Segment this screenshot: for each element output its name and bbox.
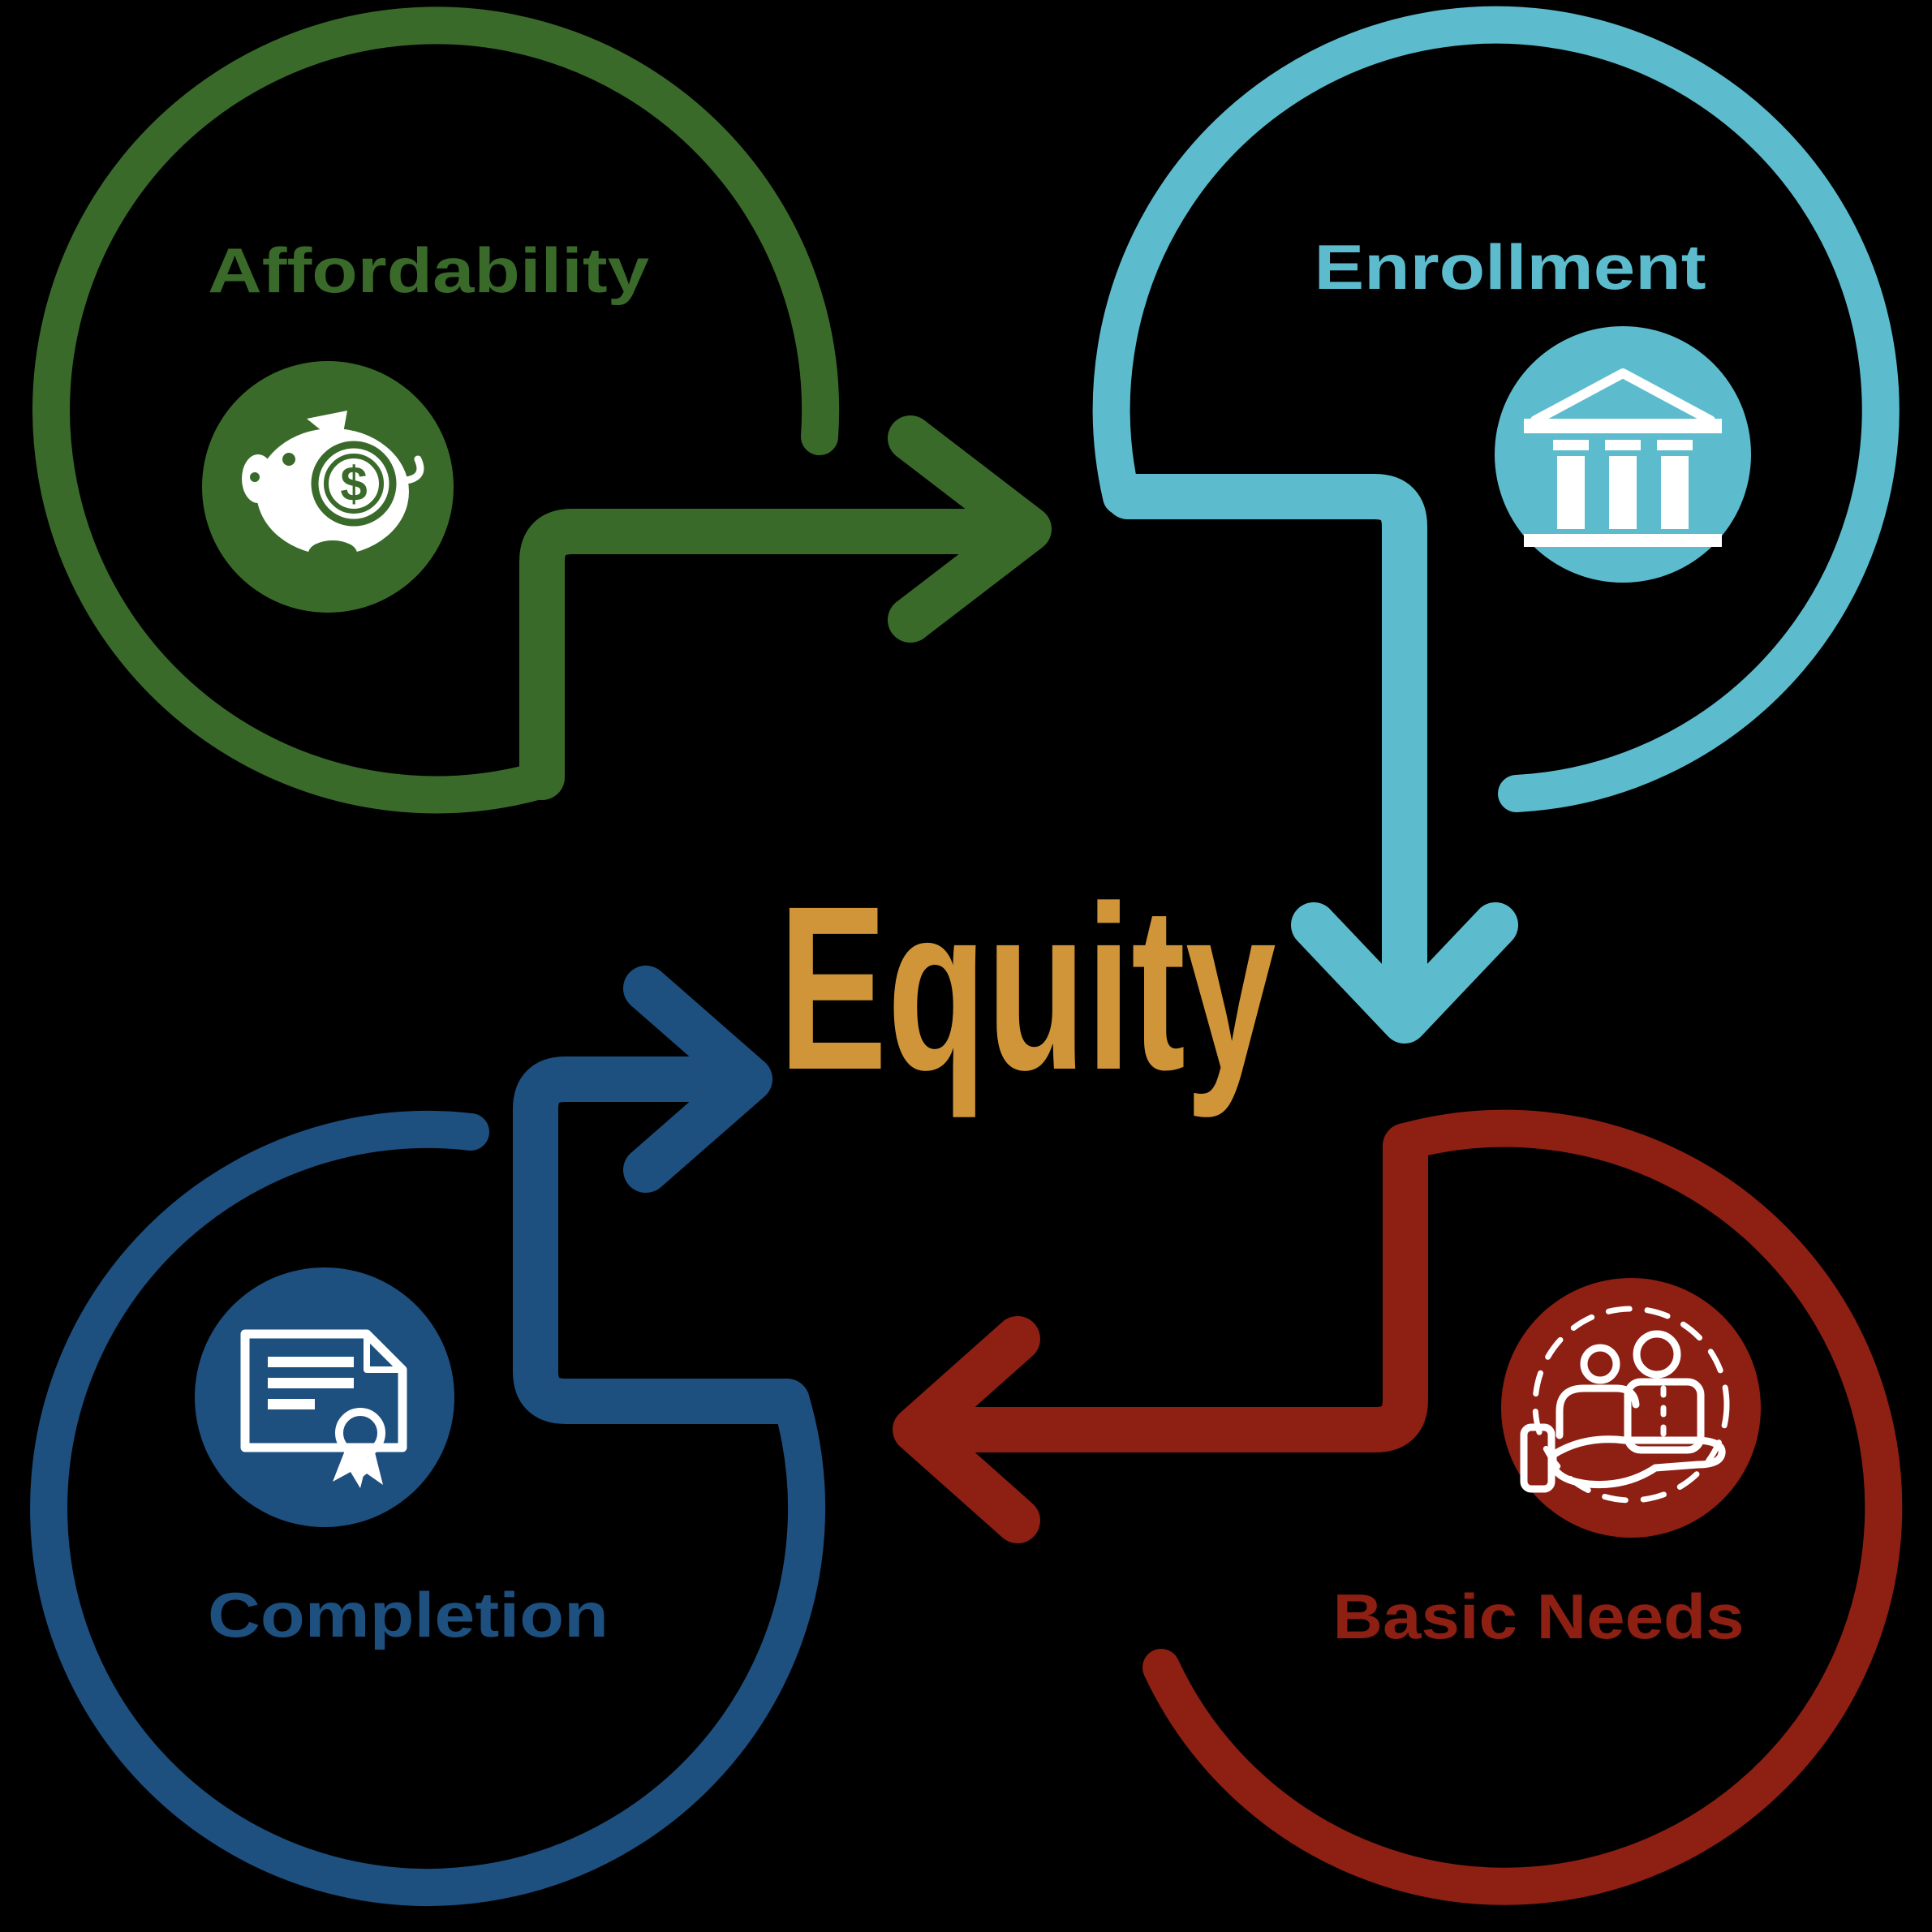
node-basic-needs: Basic Needs: [893, 1109, 1903, 1905]
ribbon-tail-right: [357, 1446, 383, 1485]
hand-people-icon: [1520, 1306, 1730, 1504]
ribbon-rosette: [335, 1408, 385, 1458]
completion-circle-arc: [30, 1110, 825, 1906]
coin-inner-ring: [324, 454, 384, 514]
certificate-sheet: [240, 1329, 407, 1452]
certificate-text-line-2: [268, 1378, 354, 1388]
person-left-body: [1555, 1384, 1640, 1439]
affordability-circle-arc: [32, 6, 840, 814]
arrow-affordability-to-enrollment-shaft: [519, 509, 1003, 800]
affordability-label: Affordability: [208, 235, 649, 306]
arrow-basicneeds-to-completion-shaft: [904, 1123, 1428, 1452]
piggy-eye: [282, 453, 295, 466]
certificate-folded-corner: [364, 1331, 406, 1373]
piggy-belly-notch: [308, 540, 357, 566]
person-right-body: [1624, 1378, 1705, 1454]
bank-capital-middle: [1605, 440, 1641, 450]
piggy-bank-icon: $: [242, 411, 424, 566]
enrollment-label: Enrollment: [1315, 231, 1706, 303]
affordability-ring: [32, 6, 1052, 814]
completion-ring: [30, 966, 825, 1906]
bank-building-icon: [1524, 368, 1722, 547]
bank-architrave: [1524, 419, 1722, 433]
bank-column-middle: [1609, 456, 1637, 529]
basic-needs-circle-arc: [1142, 1109, 1903, 1905]
arrow-basicneeds-to-completion-head: [893, 1316, 1040, 1543]
certificate-text-line-3: [268, 1399, 315, 1409]
open-hand: [1549, 1435, 1726, 1489]
person-left-head: [1580, 1344, 1620, 1384]
completion-label: Completion: [208, 1579, 609, 1650]
coin-dollar-glyph: $: [340, 457, 367, 511]
bank-pediment: [1530, 368, 1715, 425]
node-affordability: $ Affordability: [32, 6, 1052, 814]
arrow-completion-to-equity-shaft: [513, 1056, 810, 1424]
bank-capital-left: [1553, 440, 1589, 450]
certificate-text-line-1: [268, 1357, 354, 1367]
arrow-completion-to-equity-head: [623, 966, 772, 1193]
completion-icon-disc: [195, 1267, 454, 1527]
certificate-icon: [240, 1329, 407, 1488]
arrow-enrollment-to-basicneeds-head: [1291, 902, 1518, 1043]
piggy-nostril: [250, 472, 260, 482]
node-completion: Completion: [30, 966, 825, 1906]
bank-column-right: [1661, 456, 1689, 529]
bank-capital-right: [1657, 440, 1693, 450]
equity-center-label: Equity: [779, 858, 1277, 1120]
enrollment-ring: [1092, 6, 1900, 1043]
bank-column-left: [1557, 456, 1585, 529]
arrow-affordability-to-enrollment-head: [888, 415, 1052, 643]
node-enrollment: Enrollment: [1092, 6, 1900, 1043]
enrollment-circle-arc: [1092, 6, 1900, 812]
basic-needs-ring: [893, 1109, 1903, 1905]
basic-needs-label: Basic Needs: [1333, 1581, 1745, 1652]
bank-base: [1524, 534, 1722, 547]
person-right-head: [1633, 1330, 1681, 1379]
dashed-halo: [1532, 1306, 1730, 1504]
arrow-enrollment-to-basicneeds-shaft: [1105, 474, 1427, 1039]
piggy-tail: [402, 455, 424, 484]
